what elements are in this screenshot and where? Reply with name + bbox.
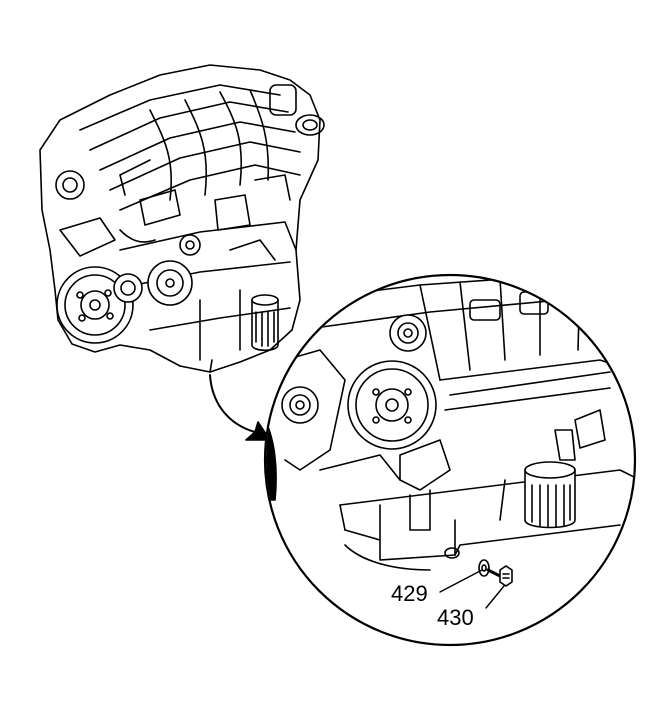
leader-line-429 bbox=[439, 569, 483, 593]
bolt-430 bbox=[486, 565, 513, 587]
detail-view-circle bbox=[263, 273, 637, 647]
leader-line-430 bbox=[485, 585, 505, 609]
washer-429 bbox=[478, 559, 490, 577]
callout-label-430: 430 bbox=[437, 605, 474, 630]
engine-assembly-overview bbox=[39, 64, 325, 373]
detail-view-engine bbox=[266, 276, 634, 571]
callout-label-429: 429 bbox=[391, 581, 428, 606]
detail-arrow bbox=[209, 374, 271, 441]
